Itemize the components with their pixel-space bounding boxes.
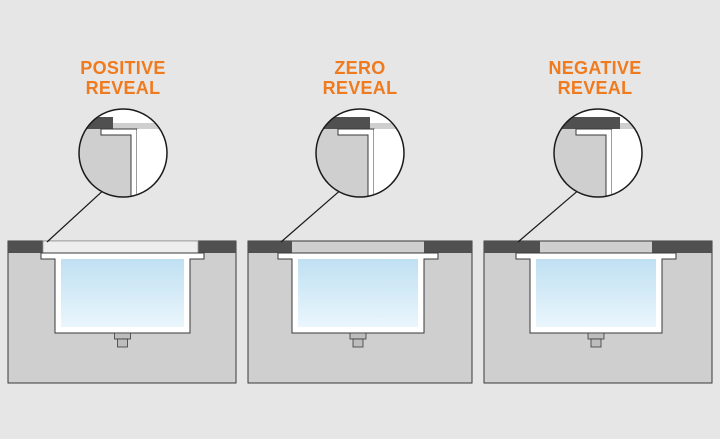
callout-sink-interior bbox=[612, 129, 642, 197]
countertop-left bbox=[248, 241, 292, 253]
callout-leader-line bbox=[280, 189, 341, 243]
callout-circle-border bbox=[553, 108, 643, 198]
sink-basin bbox=[536, 259, 656, 327]
countertop-left bbox=[484, 241, 540, 253]
label-line-2: REVEAL bbox=[85, 78, 161, 98]
countertop-right bbox=[198, 241, 236, 253]
callout-detail bbox=[79, 117, 167, 197]
callout-detail bbox=[316, 117, 404, 197]
countertop-right bbox=[652, 241, 712, 253]
reveal-gap bbox=[42, 240, 199, 254]
callout-leader-line bbox=[46, 189, 104, 243]
callout-circle-border bbox=[78, 108, 168, 198]
callout-circle-border bbox=[315, 108, 405, 198]
label-line-1: NEGATIVE bbox=[548, 58, 642, 78]
drain-top bbox=[114, 332, 131, 340]
callout-sink-interior bbox=[137, 129, 167, 197]
label-negative-reveal: NEGATIVE REVEAL bbox=[505, 58, 685, 98]
label-line-2: REVEAL bbox=[557, 78, 633, 98]
callout-leader-line bbox=[517, 189, 579, 243]
label-line-1: POSITIVE bbox=[80, 58, 166, 78]
panel-positive bbox=[7, 108, 237, 384]
panel-negative bbox=[483, 108, 713, 384]
label-zero-reveal: ZERO REVEAL bbox=[270, 58, 450, 98]
countertop-left bbox=[8, 241, 43, 253]
sink-basin bbox=[298, 259, 418, 327]
drain-pipe bbox=[352, 338, 364, 348]
sink-basin bbox=[61, 259, 184, 327]
callout-sink-interior bbox=[374, 129, 404, 197]
panel-zero bbox=[247, 108, 473, 384]
callout-detail bbox=[554, 117, 642, 197]
drain-pipe bbox=[590, 338, 602, 348]
callout-countertop bbox=[554, 117, 620, 129]
label-line-1: ZERO bbox=[334, 58, 386, 78]
label-line-2: REVEAL bbox=[322, 78, 398, 98]
drain-top bbox=[349, 332, 367, 340]
countertop-right bbox=[424, 241, 472, 253]
drain-top bbox=[587, 332, 605, 340]
label-positive-reveal: POSITIVE REVEAL bbox=[33, 58, 213, 98]
drain-pipe bbox=[117, 338, 128, 348]
